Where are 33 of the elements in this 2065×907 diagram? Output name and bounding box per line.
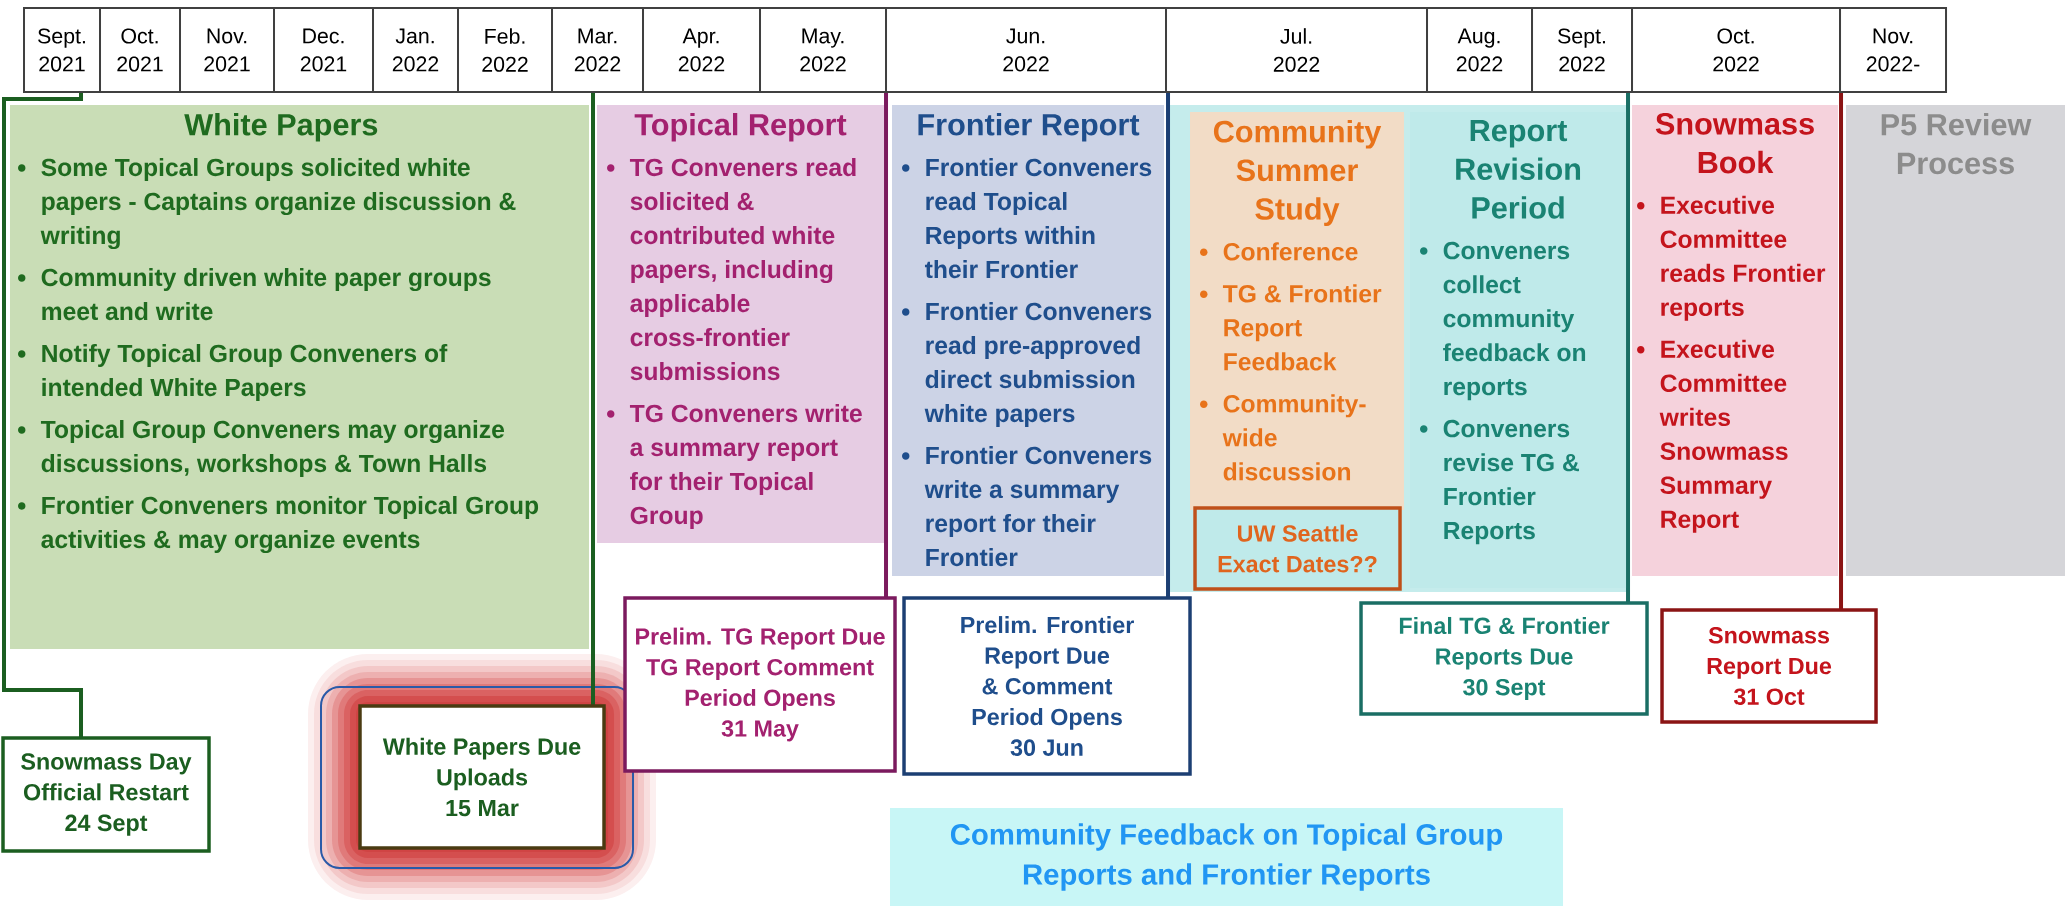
connector-line xyxy=(591,92,595,706)
month-cell: Nov. 2021 xyxy=(179,7,275,93)
month-cell: Sept. 2022 xyxy=(1531,7,1633,93)
connector-line xyxy=(1839,92,1843,610)
milestone-box: Prelim. Frontier Report Due & Comment Period Opens 30 Jun xyxy=(902,596,1192,776)
month-cell: May. 2022 xyxy=(759,7,887,93)
month-cell: Sept. 2021 xyxy=(23,7,101,93)
connector-line xyxy=(2,91,83,738)
month-cell: Jan. 2022 xyxy=(372,7,459,93)
connector-line xyxy=(1626,92,1630,603)
phase-panel: Snowmass Book Executive Committee reads Frontier reports Executive Committee writes Snowmass Summary Report xyxy=(1632,105,1838,576)
feedback-banner: Community Feedback on Topical Group Reports and Frontier Reports xyxy=(890,808,1563,906)
phase-panel: Topical Report TG Conveners read solicited & contributed white papers, including applicable cross-frontier submissions TG Conveners write a summary report for their Topical Group xyxy=(597,105,884,543)
phase-panel: Report Revision Period Conveners collect community feedback on reports Conveners revise TG & Frontier Reports xyxy=(1410,112,1626,588)
connector-line xyxy=(884,92,888,598)
month-cell: Oct. 2021 xyxy=(99,7,181,93)
milestone-box: Final TG & Frontier Reports Due 30 Sept xyxy=(1359,601,1649,716)
month-cell: Aug. 2022 xyxy=(1426,7,1533,93)
milestone-box: Snowmass Report Due 31 Oct xyxy=(1660,608,1878,724)
month-cell: Feb. 2022 xyxy=(457,7,553,93)
phase-panel: P5 Review Process xyxy=(1846,105,2065,576)
milestone-box: Prelim. TG Report Due TG Report Comment Period Opens 31 May xyxy=(623,596,897,773)
month-cell: Apr. 2022 xyxy=(642,7,761,93)
milestone-box: White Papers Due Uploads 15 Mar xyxy=(358,704,606,850)
phase-panel: Community Summer Study Conference TG & Frontier Report Feedback Community-wide discussion xyxy=(1190,112,1404,510)
phase-panel: Frontier Report Frontier Conveners read Topical Reports within their Frontier Frontier Conveners read pre-approved direct submission white papers Frontier Conveners write a summary report for their Frontier xyxy=(892,105,1164,576)
month-cell: Mar. 2022 xyxy=(551,7,644,93)
location-box: UW Seattle Exact Dates?? xyxy=(1193,506,1402,591)
month-cell: Nov. 2022- xyxy=(1839,7,1948,93)
milestone-box: Snowmass Day Official Restart 24 Sept xyxy=(1,736,211,853)
connector-line xyxy=(1166,92,1170,598)
month-cell: Dec. 2021 xyxy=(273,7,374,93)
phase-panel: White Papers Some Topical Groups solicited white papers - Captains organize discussion & writing Community driven white paper groups meet and write Notify Topical Group Conveners of intended White Papers Topical Group Conveners may organize discussions, workshops & Town Halls Frontier Conveners monitor Topical Group activities & may organize events xyxy=(10,105,589,649)
